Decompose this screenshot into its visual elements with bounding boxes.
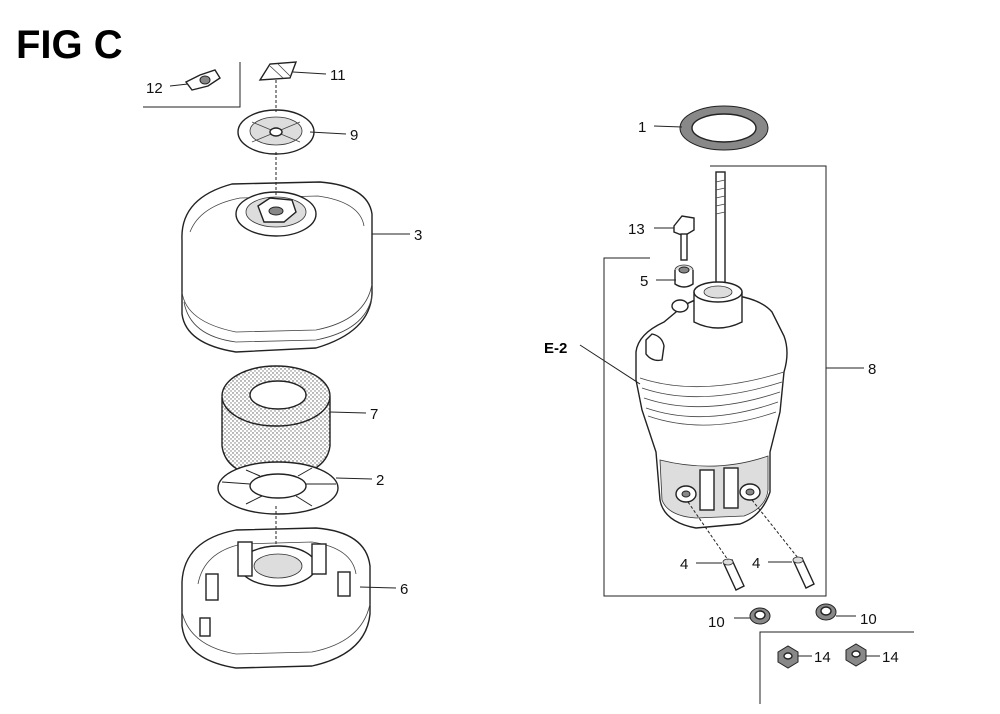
part-4-dowel-pin-right [792, 556, 815, 589]
callout-13: 13 [628, 221, 645, 238]
part-4-dowel-pin-left [722, 558, 745, 591]
callout-11: 11 [330, 67, 346, 84]
part-8-elbow-housing [635, 281, 788, 529]
bracket-12 [143, 62, 241, 108]
bracket-8 [603, 165, 827, 597]
callout-14-left: 14 [814, 649, 831, 666]
part-2-grid [217, 461, 339, 515]
part-10-nut-left [749, 607, 771, 625]
callout-1: 1 [638, 119, 646, 136]
callout-9: 9 [350, 127, 358, 144]
part-13-bolt [673, 215, 695, 261]
part-12-wing-nut [184, 69, 221, 91]
callout-4-left: 4 [680, 556, 688, 573]
part-5-collar [674, 264, 694, 288]
callout-12: 12 [146, 80, 163, 97]
callout-14-right: 14 [882, 649, 899, 666]
bracket-14 [759, 631, 914, 704]
part-3-air-cleaner-cover [181, 181, 373, 353]
part-9-seat-plate [237, 109, 315, 155]
callout-5: 5 [640, 273, 648, 290]
callout-6: 6 [400, 581, 408, 598]
callout-4-right: 4 [752, 555, 760, 572]
callout-8: 8 [868, 361, 876, 378]
callout-10-left: 10 [708, 614, 725, 631]
part-14-nut-right [845, 643, 867, 667]
callout-2: 2 [376, 472, 384, 489]
part-11-wing-nut [258, 61, 298, 81]
callout-10-right: 10 [860, 611, 877, 628]
part-1-gasket [679, 105, 769, 151]
figure-title: FIG C [16, 23, 123, 67]
callout-7: 7 [370, 406, 378, 423]
part-14-nut-left [777, 645, 799, 669]
part-6-air-cleaner-case [181, 527, 371, 669]
callout-3: 3 [414, 227, 422, 244]
part-10-nut-right [815, 603, 837, 621]
part-7-foam-element [221, 365, 331, 479]
reference-e2: E-2 [544, 340, 567, 357]
